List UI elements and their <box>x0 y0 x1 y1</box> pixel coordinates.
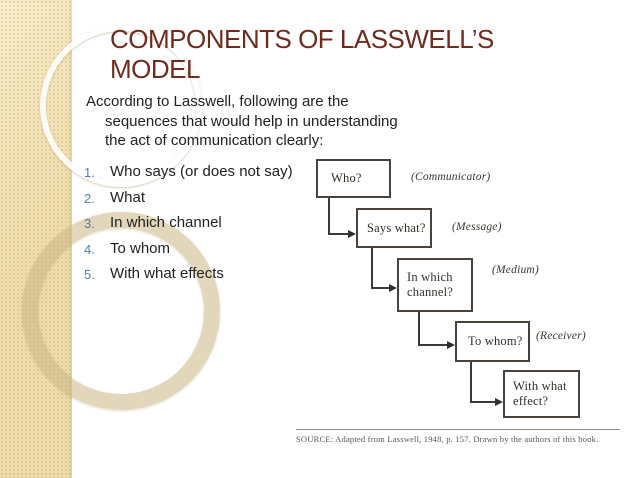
page-title-line-2: MODEL <box>110 54 200 84</box>
flow-connector-line <box>470 362 472 403</box>
list-item-number: 1. <box>84 165 95 180</box>
flow-connector-line <box>328 198 330 235</box>
list-item-number: 2. <box>84 190 95 206</box>
intro-text: According to Lasswell, following are the… <box>86 92 426 151</box>
list-item: 5. With what effects <box>84 265 344 291</box>
diagram-box-with-what-effect: With what effect? <box>503 370 580 418</box>
flow-connector-line <box>371 248 373 289</box>
diagram-label-communicator: (Communicator) <box>411 171 491 183</box>
diagram-box-who: Who? <box>316 159 391 198</box>
list-item-text: With what effects <box>110 265 224 282</box>
intro-line-2: sequences that would help in understandi… <box>105 112 398 130</box>
flow-connector-line <box>371 287 390 289</box>
diagram-box-to-whom: To whom? <box>455 321 530 362</box>
flow-connector-line <box>470 401 496 403</box>
list-item-number: 4. <box>84 241 95 257</box>
diagram-label-message: (Message) <box>452 221 502 233</box>
flow-connector-line <box>418 312 420 346</box>
arrowhead-icon <box>495 398 503 406</box>
diagram-box-in-which-channel: In which channel? <box>397 258 473 312</box>
intro-line-1: According to Lasswell, following are the <box>86 93 349 110</box>
diagram-box-says-what: Says what? <box>356 208 432 248</box>
numbered-list: 1. Who says (or does not say) 2. What 3.… <box>84 163 344 291</box>
list-item-text: In which channel <box>110 214 222 231</box>
diagram-label-receiver: (Receiver) <box>536 330 586 342</box>
list-item-text: What <box>110 188 146 206</box>
list-item-text: Who says (or does not say) <box>110 163 293 180</box>
circle-ornament-top <box>40 25 202 187</box>
arrowhead-icon <box>447 341 455 349</box>
list-item-number: 3. <box>84 216 95 231</box>
list-item: 1. Who says (or does not say) <box>84 163 344 189</box>
diagram-label-medium: (Medium) <box>492 264 539 276</box>
flow-connector-line <box>328 233 349 235</box>
source-divider <box>296 429 620 430</box>
arrowhead-icon <box>389 284 397 292</box>
list-item: 4. To whom <box>84 240 344 266</box>
list-item: 2. What <box>84 189 344 215</box>
page-title: COMPONENTS OF LASSWELL’S MODEL <box>110 24 590 84</box>
source-caption: SOURCE: Adapted from Lasswell, 1948, p. … <box>296 434 599 444</box>
arrowhead-icon <box>348 230 356 238</box>
list-item-number: 5. <box>84 267 95 282</box>
intro-line-3: the act of communication clearly: <box>105 132 324 149</box>
list-item-text: To whom <box>110 239 171 257</box>
flow-connector-line <box>418 344 448 346</box>
page-title-line-1: COMPONENTS OF LASSWELL’S <box>110 24 494 54</box>
list-item: 3. In which channel <box>84 214 344 240</box>
